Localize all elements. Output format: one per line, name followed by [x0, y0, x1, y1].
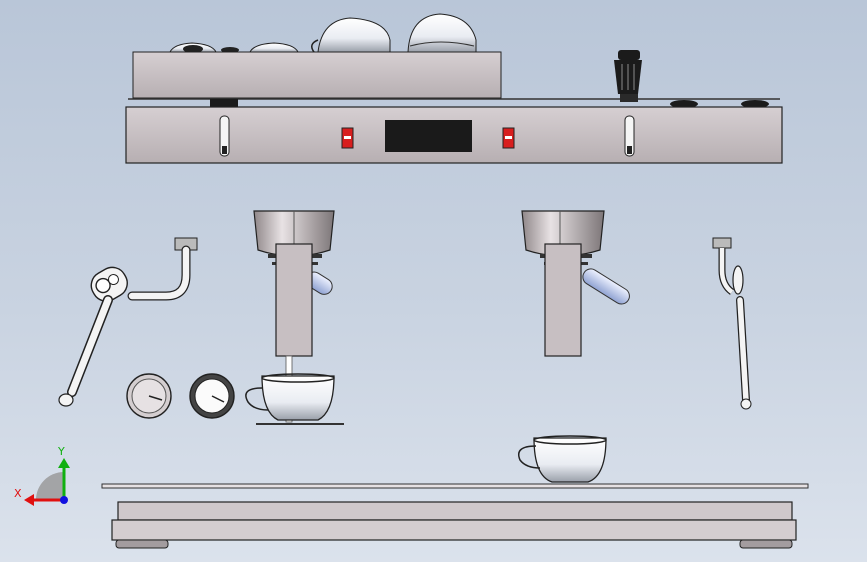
gauge-needle — [211, 395, 225, 403]
portafilter-handle-right[interactable] — [580, 266, 633, 307]
y-axis-label: Y — [57, 445, 65, 458]
cup-small-2 — [249, 42, 299, 53]
steam-wand-right[interactable] — [712, 237, 752, 410]
cup-large-1 — [317, 17, 391, 53]
gauge-needle — [148, 395, 163, 401]
top-view — [125, 13, 783, 164]
display-screen — [385, 120, 472, 152]
wand-nut — [712, 237, 732, 249]
foot-right — [739, 539, 793, 549]
brew-column — [275, 243, 313, 357]
z-axis-dot — [60, 496, 68, 504]
group-head-left — [245, 210, 344, 425]
top-foot — [210, 99, 238, 107]
power-switch-left[interactable] — [341, 127, 354, 149]
cup-under-left — [245, 373, 344, 425]
top-foot — [741, 100, 769, 108]
triad-plane — [36, 472, 64, 500]
x-axis-label: X — [14, 487, 22, 500]
base-lower — [111, 519, 797, 541]
top-cups — [169, 13, 477, 53]
group-head-right — [521, 210, 633, 357]
power-switch-right[interactable] — [502, 127, 515, 149]
pressure-gauge-1 — [126, 373, 172, 419]
steam-knob[interactable] — [614, 50, 642, 102]
drip-tray-plate — [101, 483, 809, 489]
wand-tip — [58, 393, 74, 407]
foot-left — [115, 539, 169, 549]
cup-side — [518, 435, 607, 483]
steam-wand-left[interactable] — [58, 237, 198, 407]
base-view — [101, 483, 809, 549]
top-foot — [670, 100, 698, 108]
cup-large-2 — [407, 13, 477, 53]
axis-triad[interactable]: Y X — [14, 445, 70, 506]
pressure-gauge-2 — [189, 373, 235, 419]
cup-warmer-tray — [132, 51, 502, 99]
brew-column — [544, 243, 582, 357]
base-upper — [117, 501, 793, 521]
